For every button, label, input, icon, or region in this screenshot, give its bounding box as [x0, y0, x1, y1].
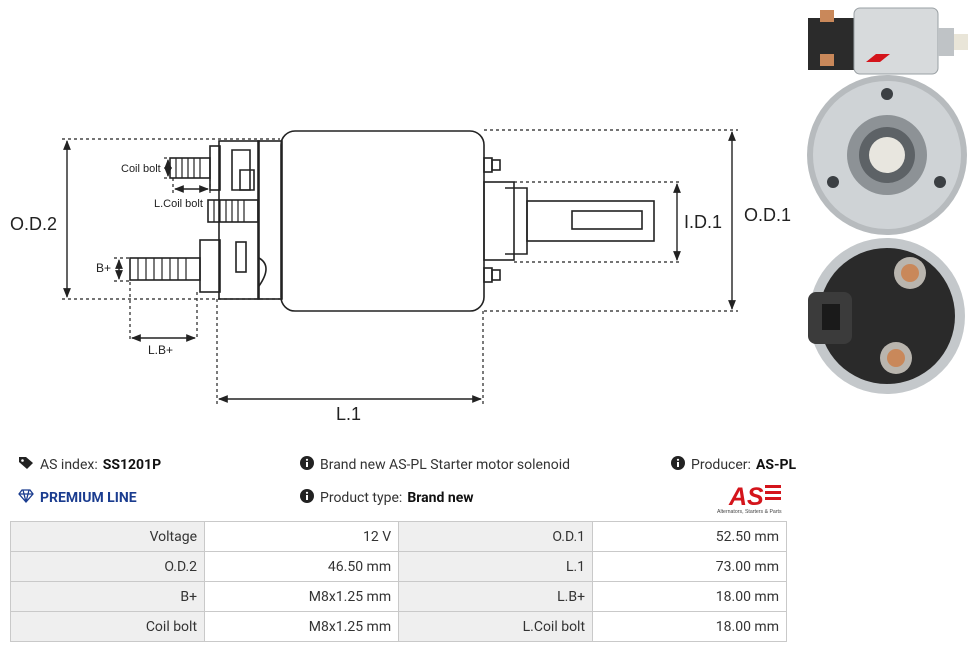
product-type-label: Product type: [320, 490, 403, 506]
spec-label: O.D.2 [9, 551, 206, 582]
producer-value: AS-PL [755, 457, 797, 473]
info-icon [300, 489, 314, 507]
spec-label: L.B+ [398, 581, 594, 612]
product-photos [807, 7, 968, 394]
table-row: B+ M8x1.25 mm L.B+ 18.00 mm [9, 581, 787, 612]
l-coil-bolt-label: L.Coil bolt [154, 198, 203, 210]
as-pl-logo[interactable]: AS Alternators, Starters & Parts [715, 481, 795, 515]
photo-front-view [807, 75, 967, 235]
od1-label: O.D.1 [744, 205, 791, 225]
spec-value: M8x1.25 mm [204, 581, 400, 612]
producer-row: Producer: AS-PL [671, 456, 796, 474]
spec-label: L.1 [398, 551, 594, 582]
spec-label: L.Coil bolt [398, 611, 594, 642]
info-icon [671, 456, 685, 474]
product-type-row: Product type: Brand new [300, 489, 474, 507]
spec-label: O.D.1 [398, 521, 594, 552]
svg-text:AS: AS [728, 483, 764, 511]
table-row: Voltage 12 V O.D.1 52.50 mm [9, 521, 787, 552]
solenoid-body [129, 130, 655, 312]
premium-row[interactable]: PREMIUM LINE [18, 489, 137, 507]
l1-label: L.1 [336, 404, 361, 424]
spec-label: Coil bolt [9, 611, 206, 642]
photo-side-view [808, 7, 968, 75]
as-index-row: AS index: SS1201P [18, 456, 161, 474]
description-text: Brand new AS-PL Starter motor solenoid [320, 457, 570, 473]
info-icon [300, 456, 314, 474]
diamond-icon [18, 489, 34, 507]
id1-label: I.D.1 [684, 212, 722, 232]
producer-label: Producer: [691, 457, 751, 473]
spec-label: Voltage [9, 521, 206, 552]
product-type-value: Brand new [407, 490, 474, 506]
spec-value: M8x1.25 mm [204, 611, 400, 642]
technical-drawing: O.D.2 O.D.1 I.D.1 L.1 L.B+ B+ Coil bolt … [10, 129, 791, 424]
spec-value: 12 V [204, 521, 400, 552]
as-index-value[interactable]: SS1201P [102, 457, 162, 473]
premium-line-label: PREMIUM LINE [40, 490, 137, 506]
spec-value: 18.00 mm [592, 581, 787, 612]
spec-label: B+ [9, 581, 206, 612]
tag-icon [18, 456, 34, 474]
coil-bolt-label: Coil bolt [121, 163, 161, 175]
photo-back-view [808, 238, 965, 394]
od2-label: O.D.2 [10, 214, 57, 234]
table-row: Coil bolt M8x1.25 mm L.Coil bolt 18.00 m… [9, 611, 787, 642]
spec-value: 46.50 mm [204, 551, 400, 582]
spec-value: 73.00 mm [592, 551, 787, 582]
b-label: B+ [96, 261, 111, 275]
table-row: O.D.2 46.50 mm L.1 73.00 mm [9, 551, 787, 582]
svg-text:Alternators, Starters & Parts: Alternators, Starters & Parts [717, 509, 782, 515]
description-row: Brand new AS-PL Starter motor solenoid [300, 456, 570, 474]
specs-table: Voltage 12 V O.D.1 52.50 mm O.D.2 46.50 … [9, 521, 787, 642]
as-index-label: AS index: [40, 457, 98, 473]
lb-label: L.B+ [148, 343, 173, 357]
product-info: AS index: SS1201P PREMIUM LINE Brand new… [18, 456, 796, 516]
spec-value: 52.50 mm [592, 521, 787, 552]
spec-value: 18.00 mm [592, 611, 787, 642]
